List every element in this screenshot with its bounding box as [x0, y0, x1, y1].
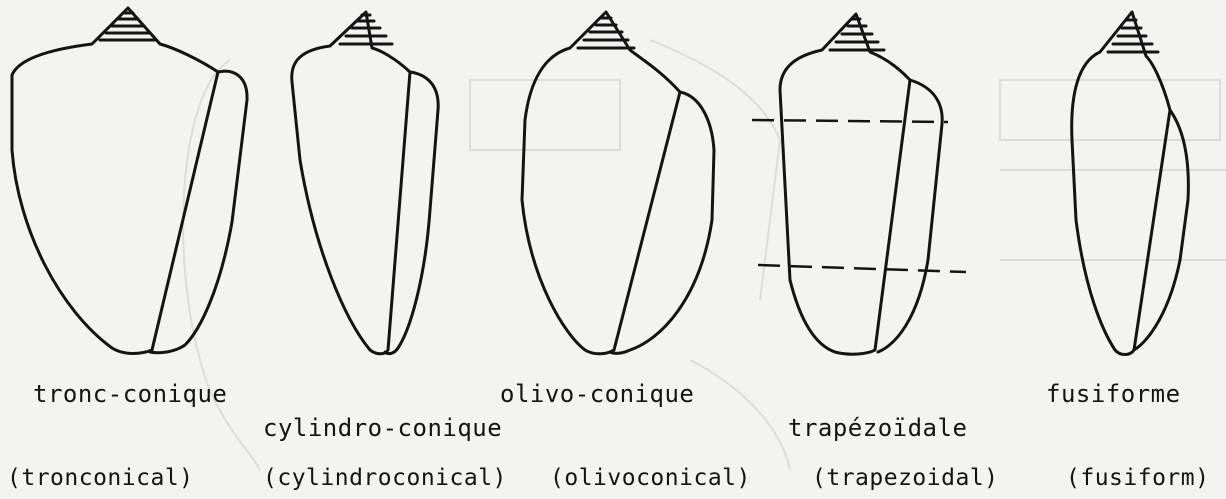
english-fusiform: (fusiform)	[1066, 465, 1209, 491]
label-olivo-conique: olivo-conique	[500, 380, 694, 408]
english-tronconical: (tronconical)	[7, 465, 194, 491]
label-cylindro-conique: cylindro-conique	[263, 414, 502, 442]
shell-olivo-conique	[522, 12, 714, 354]
english-cylindroconical: (cylindroconical)	[263, 465, 507, 491]
shell-fusiforme	[1072, 12, 1189, 355]
shell-cylindro-conique	[292, 12, 438, 354]
label-tronc-conique: tronc-conique	[33, 380, 227, 408]
english-olivoconical: (olivoconical)	[550, 465, 751, 491]
english-trapezoidal: (trapezoidal)	[812, 465, 999, 491]
label-trapezoidale: trapézoïdale	[788, 414, 967, 442]
shell-tronc-conique	[12, 8, 247, 354]
label-fusiforme: fusiforme	[1046, 380, 1181, 408]
shell-trapezoidale	[780, 14, 942, 354]
